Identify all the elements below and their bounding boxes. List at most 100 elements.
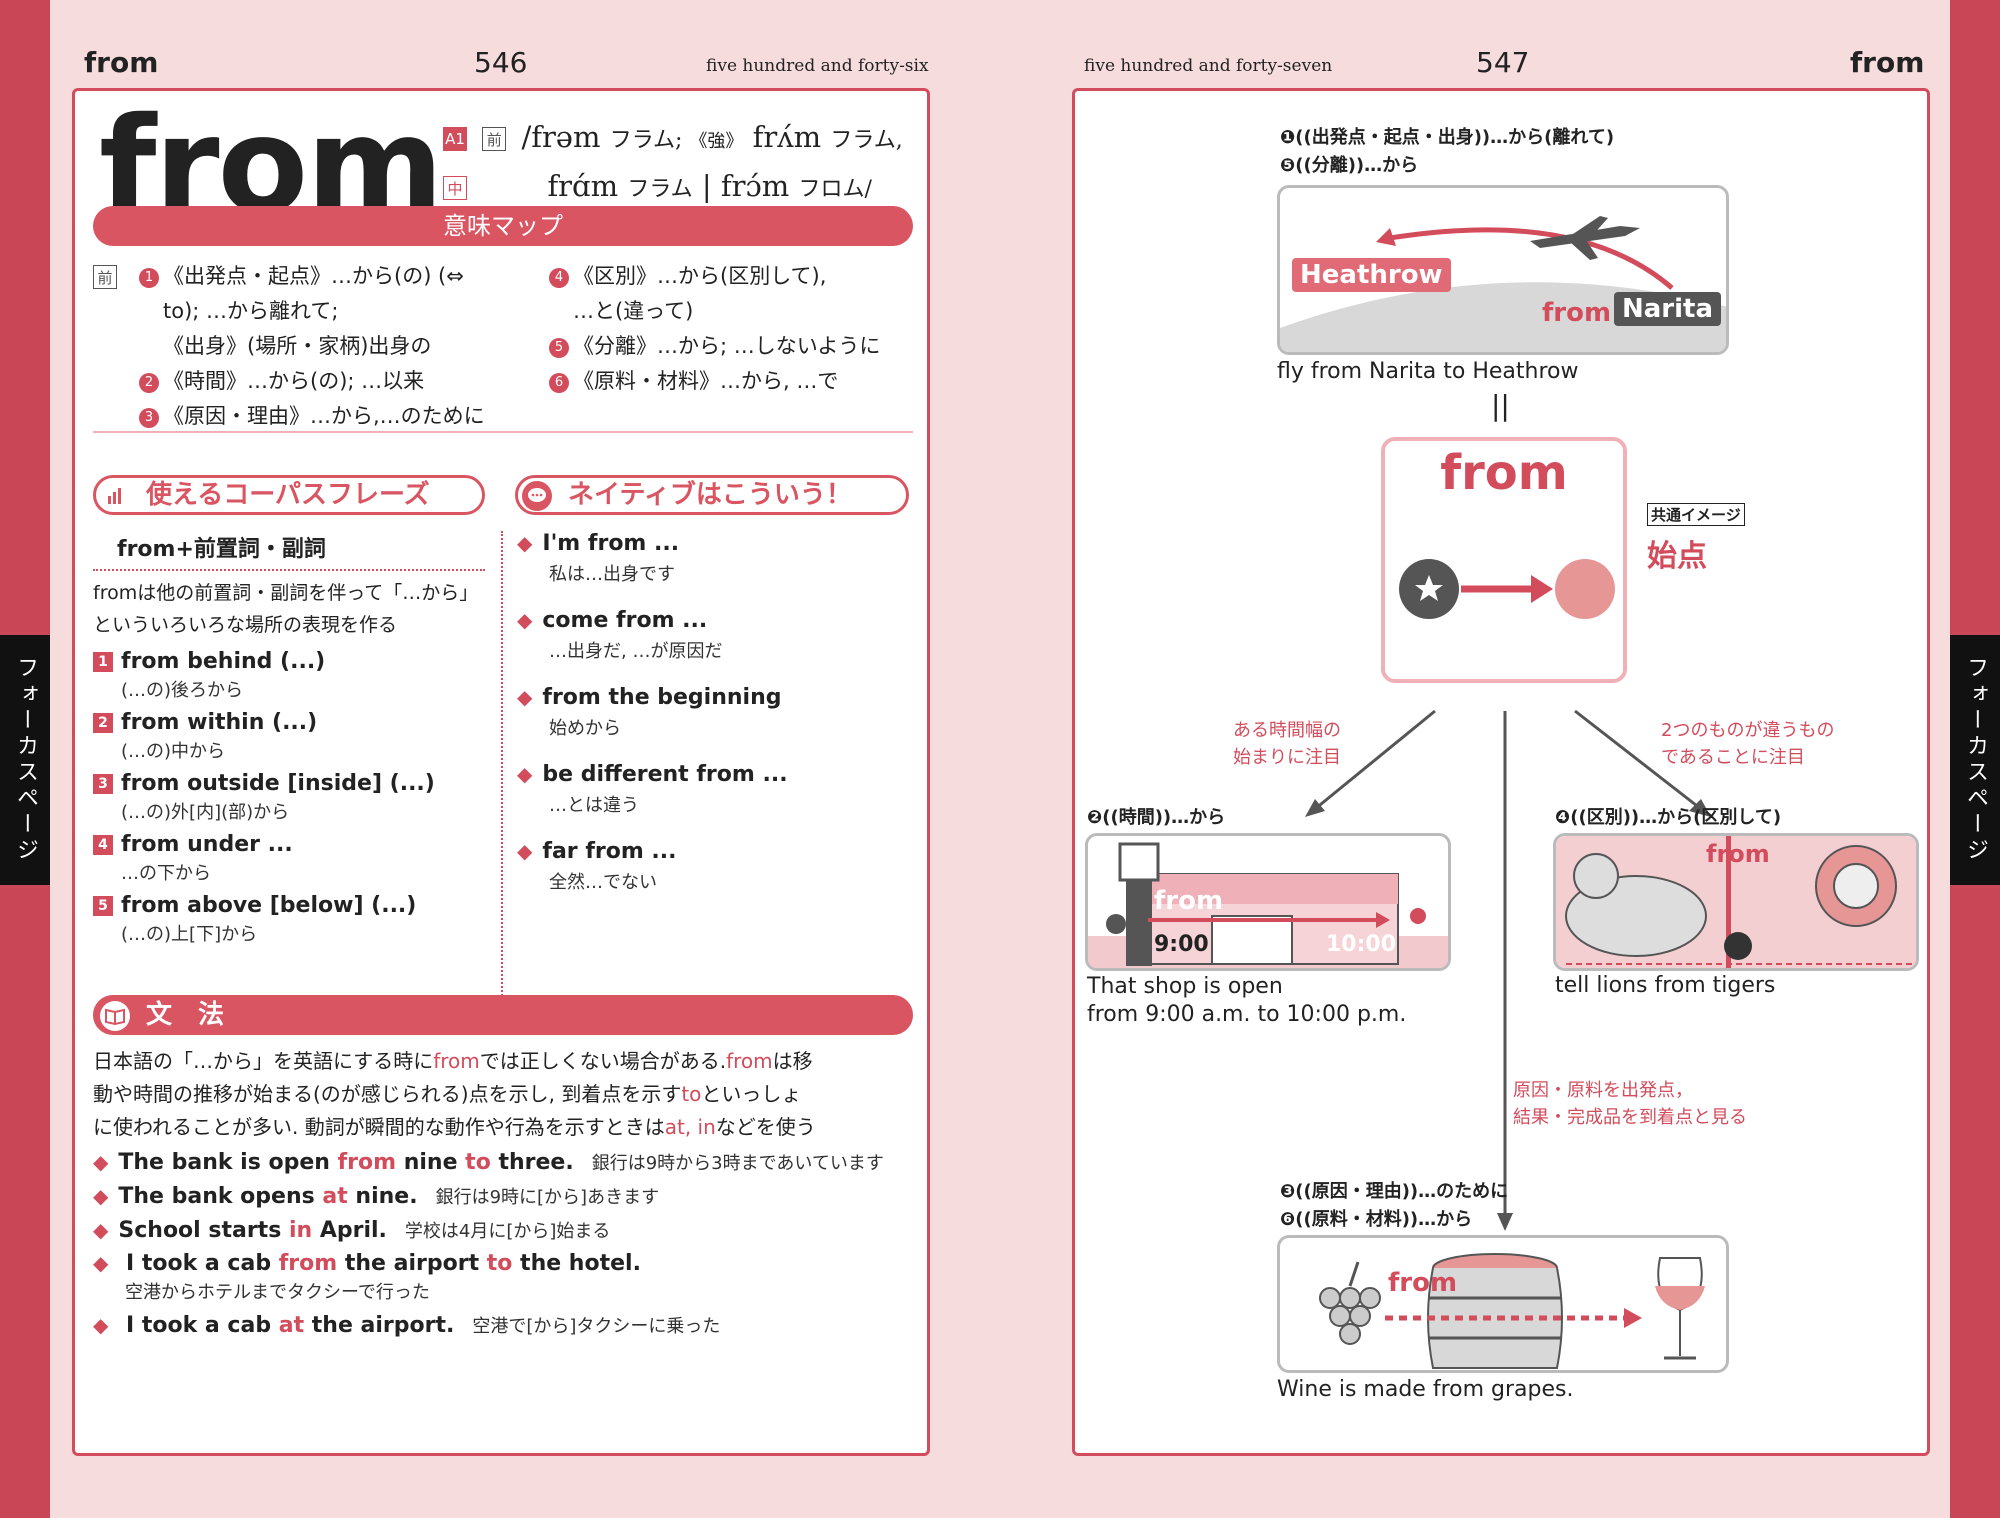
example-sentence: The bank opens at nine. [118, 1184, 417, 1209]
pronunciation: A1 前 /frəm フラム; 《強》 frʌ́m フラム, 中 frɑ́m フ… [443, 115, 903, 212]
sentence-part: nine. [347, 1184, 418, 1209]
phrase-text: from within (...) [121, 710, 318, 735]
meaning-line: 1《出発点・起点》…から(の) (⇔ [139, 259, 559, 294]
item-number: 5 [93, 896, 113, 916]
sentence-part: at [322, 1184, 348, 1209]
side-tab-left: フォーカスページ [0, 635, 50, 885]
diamond-icon: ◆ [517, 685, 533, 709]
wine-from: from [1388, 1268, 1458, 1298]
phrase-text: come from ... [542, 608, 708, 633]
meaning-col-1: 1《出発点・起点》…から(の) (⇔ to); …から離れて; 《出身》(場所・家柄… [139, 259, 559, 434]
sense-label-5: ❺((分離))…から [1280, 155, 1419, 176]
sentence-part: The bank is open [118, 1150, 338, 1175]
meaning-line: 4《区別》…から(区別して), [549, 259, 929, 294]
example-line: ◆ I took a cab from the airport to the h… [93, 1251, 913, 1276]
meaning-line: 2《時間》…から(の); …以来 [139, 364, 559, 399]
grammar-text: 日本語の「…から」を英語にする時にfromでは正しくない場合がある.fromは移… [93, 1049, 816, 1139]
native-item: ◆I'm from ...私は…出身です [517, 531, 907, 586]
phrase-text: from above [below] (...) [121, 893, 417, 918]
native-item: ◆be different from ...…とは違う [517, 762, 907, 817]
lion-from: from [1706, 840, 1770, 868]
phrase-translation: …とは違う [549, 795, 639, 816]
example-translation: 空港からホテルまでタクシーで行った [125, 1282, 430, 1303]
page-number: 546 [474, 46, 528, 79]
meaning-text: to); …から離れて; [163, 299, 339, 323]
sentence-part: three. [490, 1150, 574, 1175]
example-sentence: School starts in April. [118, 1218, 387, 1243]
note-left: ある時間幅の始まりに注目 [1233, 720, 1341, 768]
sentence-part: School starts [118, 1218, 289, 1243]
example-line: ◆The bank is open from nine to three.銀行は… [93, 1149, 913, 1175]
sentence-part: from [278, 1251, 338, 1276]
close-time: 10:00 [1326, 932, 1397, 957]
core-from: from [1440, 445, 1568, 501]
grammar-example: ◆The bank opens at nine.銀行は9時に[から]あきます [93, 1183, 913, 1209]
phrase-translation: …出身だ, …が原因だ [549, 641, 723, 662]
phrase-text: from under ... [121, 832, 293, 857]
open-time: 9:00 [1154, 932, 1209, 957]
pron-kana: フラム, [830, 128, 903, 153]
sense-number: 5 [549, 338, 569, 358]
pron-text: frɑ́m [547, 169, 628, 203]
pron-kana: フラム; [609, 128, 690, 153]
section-title-text: 使えるコーパスフレーズ [146, 480, 430, 510]
example-translation: 空港で[から]タクシーに乗った [472, 1316, 721, 1337]
airplane-illustration: Heathrow from Narita [1277, 185, 1729, 355]
sentence-part: the hotel. [512, 1251, 641, 1276]
wine-illustration: from [1277, 1235, 1729, 1373]
sentence-part: The bank opens [118, 1184, 323, 1209]
pron-text: | frɔ́m [692, 169, 799, 203]
corpus-section-title: 使えるコーパスフレーズ [93, 475, 485, 515]
phrase-text: I'm from ... [542, 531, 680, 556]
sentence-part: to [486, 1251, 513, 1276]
sentence-part: at [278, 1313, 305, 1338]
phrase-translation: (…の)外[内](部)から [121, 802, 290, 823]
meaning-line: …と(違って) [549, 294, 929, 329]
core-image-box: from [1381, 437, 1627, 683]
grammar-example: ◆ School starts in April. 学校は4月に[から]始まる [93, 1217, 913, 1243]
item-number: 2 [93, 713, 113, 733]
phrase-translation: (…の)上[下]から [121, 924, 258, 945]
right-header: five hundred and forty-seven 547 from [1000, 46, 2000, 86]
meaning-text: 《時間》…から(の); …以来 [163, 369, 425, 393]
meaning-text: 《原料・材料》…から, …で [573, 369, 839, 393]
pron-kana: フロム/ [798, 177, 872, 202]
speech-bubble-icon [522, 481, 552, 511]
example-translation: 学校は4月に[から]始まる [404, 1221, 611, 1242]
sentence-part: April. [312, 1218, 387, 1243]
lion-tiger-illustration: from [1553, 833, 1919, 971]
meaning-text: 《原因・理由》…から,…のために [163, 404, 485, 428]
level-badge: A1 [443, 127, 467, 151]
corpus-phrase: 4 from under ... [93, 832, 485, 857]
pos-badge: 前 [93, 265, 117, 289]
diamond-icon: ◆ [517, 839, 533, 863]
example-line: ◆ I took a cab at the airport.空港で[から]タクシ… [93, 1312, 913, 1338]
diamond-icon: ◆ [93, 1218, 109, 1242]
grammar-example: ◆The bank is open from nine to three.銀行は… [93, 1149, 913, 1175]
meaning-line: 5《分離》…から; …しないように [549, 329, 929, 364]
sense-number: 4 [549, 268, 569, 288]
start-point-label: 始点 [1647, 539, 1707, 574]
side-tab-right: フォーカスページ [1950, 635, 2000, 885]
meaning-text: …と(違って) [573, 299, 694, 323]
corpus-subtitle: from+前置詞・副詞 [93, 531, 485, 571]
shop-from: from [1154, 886, 1224, 916]
meaning-map: 前 1《出発点・起点》…から(の) (⇔ to); …から離れて; 《出身》(場所・… [93, 259, 913, 449]
meaning-text: 《分離》…から; …しないように [573, 334, 881, 358]
phrase-translation: 始めから [549, 718, 621, 739]
equals-sign: || [1491, 389, 1510, 422]
native-list: ◆I'm from ...私は…出身です ◆ come from ... …出身だ, … [517, 531, 907, 916]
grammar-examples: ◆The bank is open from nine to three.銀行は… [93, 1149, 913, 1346]
section-title-text: 文 法 [146, 1000, 225, 1030]
corpus-phrase: 2 from within (...) [93, 710, 485, 735]
meaning-text: 《出身》(場所・家柄)出身の [163, 334, 432, 358]
sense-number: 6 [549, 373, 569, 393]
meaning-line: 6《原料・材料》…から, …で [549, 364, 929, 399]
item-number: 4 [93, 835, 113, 855]
common-image-label: 共通イメージ [1647, 503, 1745, 526]
header-word: from [84, 46, 159, 79]
